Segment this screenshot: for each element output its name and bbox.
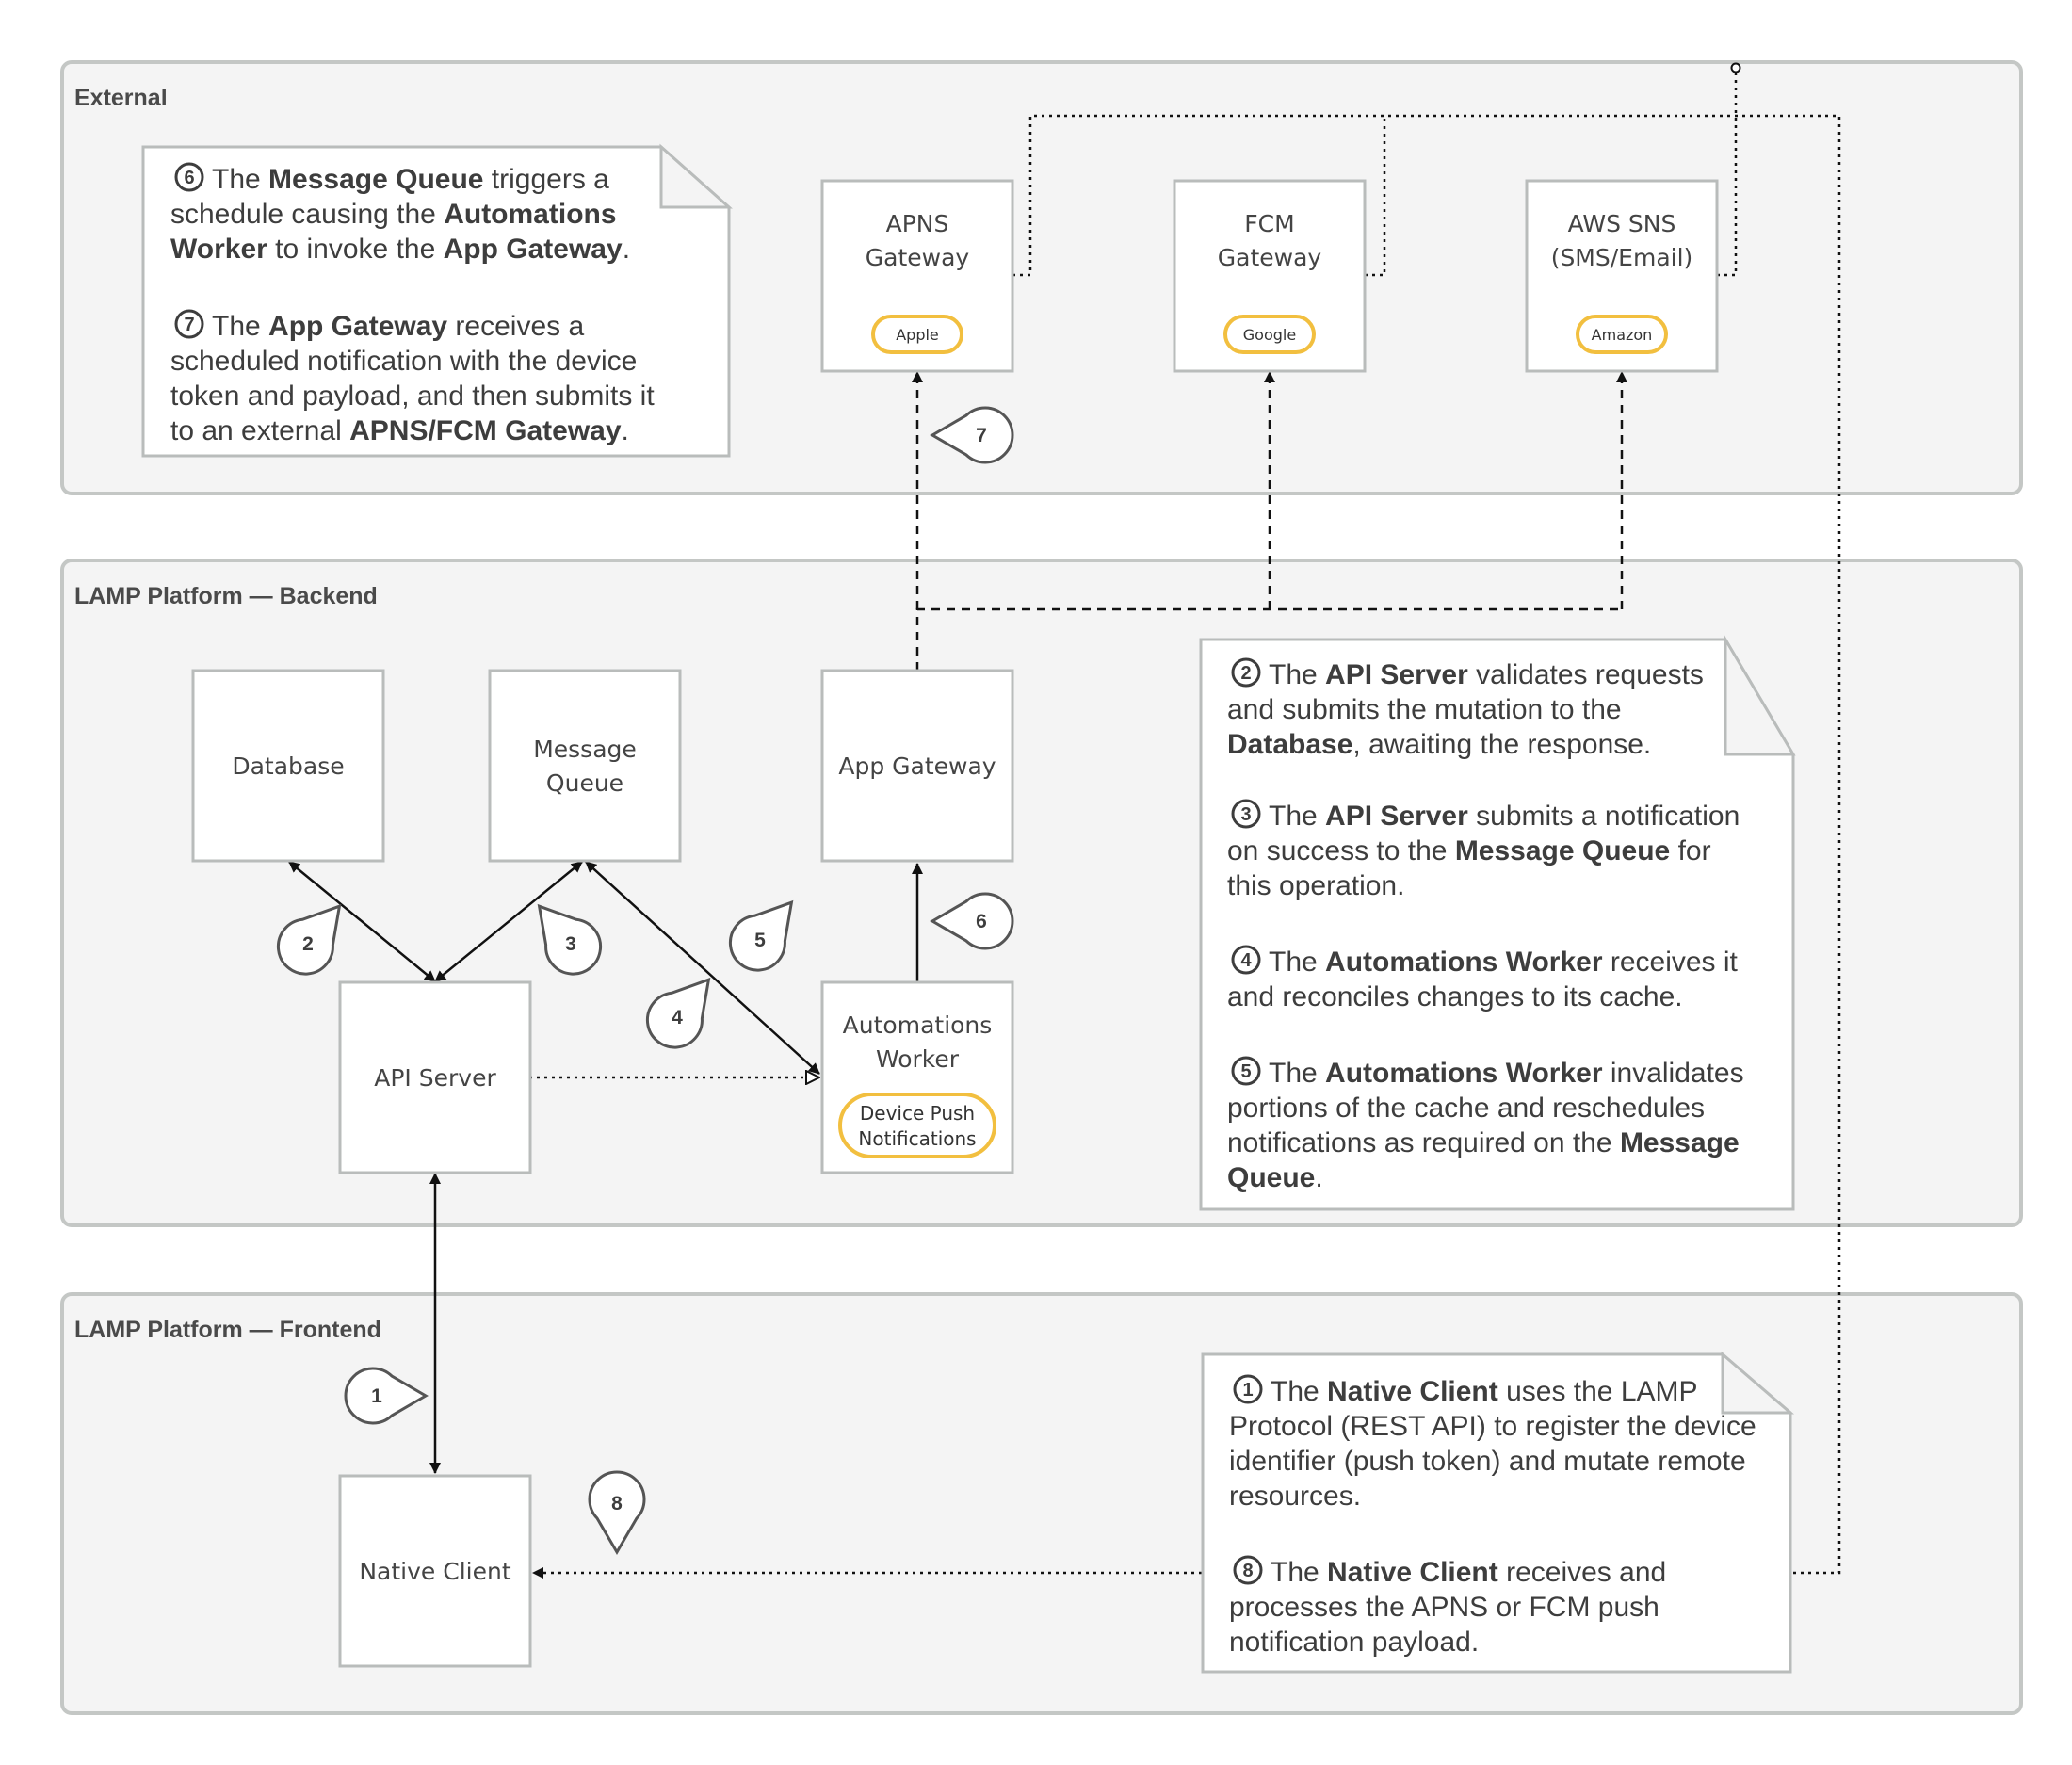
step-marker-4: 4 [645, 977, 711, 1049]
note-step-2-number: 2 [1240, 663, 1251, 684]
note-step-1-number: 1 [1242, 1380, 1253, 1401]
note-step-3-line1: The API Server submits a notification [1269, 801, 1740, 832]
step-marker-5: 5 [728, 899, 794, 972]
region-frontend-label: LAMP Platform — Frontend [74, 1317, 381, 1343]
note-step-5-line1: The Automations Worker invalidates [1269, 1058, 1744, 1089]
note-step-1-line1: The Native Client uses the LAMP [1271, 1376, 1698, 1407]
connector-api-database [288, 861, 436, 982]
step-marker-6-label: 6 [976, 911, 987, 932]
apns-title-line2: Gateway [866, 244, 970, 271]
step-marker-2: 2 [276, 903, 342, 976]
step-marker-7: 7 [930, 406, 1014, 464]
note-step-5-number: 5 [1240, 1061, 1251, 1082]
region-external-label: External [74, 85, 168, 111]
note-step-7-line3: token and payload, and then submits it [170, 381, 655, 412]
note-step-7-line2: scheduled notification with the device [170, 346, 637, 377]
note-step-8-line2: processes the APNS or FCM push [1229, 1592, 1659, 1623]
connector-api-queue [434, 861, 583, 982]
api-server-label: API Server [374, 1064, 496, 1092]
connector-apns-return [1012, 114, 1841, 1575]
message-queue-line1: Message [533, 736, 637, 763]
node-aws-sns: AWS SNS (SMS/Email) Amazon [1525, 179, 1719, 373]
message-queue-line2: Queue [546, 769, 623, 797]
automations-tag-line1: Device Push [860, 1102, 975, 1125]
apns-title-line1: APNS [886, 210, 949, 237]
note-step-1-line4: resources. [1229, 1481, 1361, 1512]
note-step-8-line1: The Native Client receives and [1271, 1557, 1666, 1588]
region-backend-label: LAMP Platform — Backend [74, 583, 378, 609]
sns-title-line2: (SMS/Email) [1551, 244, 1693, 271]
step-marker-1: 1 [344, 1367, 429, 1425]
database-label: Database [232, 753, 344, 780]
step-marker-8: 8 [588, 1470, 646, 1555]
note-step-3-line3: this operation. [1227, 870, 1404, 901]
note-step-5-line3: notifications as required on the Message [1227, 1127, 1740, 1158]
note-step-2-line2: and submits the mutation to the [1227, 694, 1622, 725]
node-app-gateway: App Gateway [820, 669, 1014, 863]
note-external: 6 The Message Queue triggers a schedule … [141, 143, 733, 458]
step-marker-4-label: 4 [672, 1007, 683, 1028]
note-step-5-line2: portions of the cache and reschedules [1227, 1093, 1705, 1124]
note-frontend: 1 The Native Client uses the LAMP Protoc… [1201, 1351, 1795, 1674]
node-api-server: API Server [338, 980, 532, 1174]
note-step-1-line2: Protocol (REST API) to register the devi… [1229, 1411, 1756, 1442]
step-marker-7-label: 7 [976, 425, 987, 446]
step-marker-5-label: 5 [754, 930, 766, 951]
fcm-title-line1: FCM [1244, 210, 1294, 237]
note-step-6-number: 6 [184, 168, 194, 188]
note-step-7-line4: to an external APNS/FCM Gateway. [170, 415, 629, 446]
connectors [288, 62, 1841, 1579]
step-marker-3-label: 3 [565, 933, 576, 955]
note-backend: 2 The API Server validates requests and … [1199, 634, 1796, 1211]
node-apns-gateway: APNS Gateway Apple [820, 179, 1014, 373]
step-marker-6: 6 [930, 892, 1014, 950]
note-step-6-line2: schedule causing the Automations [170, 199, 617, 230]
note-step-3-line2: on success to the Message Queue for [1227, 835, 1711, 866]
step-marker-3: 3 [537, 903, 603, 976]
note-step-2-line1: The API Server validates requests [1269, 659, 1704, 690]
note-step-4-line1: The Automations Worker receives it [1269, 947, 1739, 978]
note-step-3-number: 3 [1240, 804, 1251, 825]
automations-line2: Worker [876, 1045, 960, 1073]
apns-provider-tag: Apple [896, 326, 939, 344]
connector-queue-worker [585, 861, 820, 1075]
node-native-client: Native Client [338, 1474, 532, 1668]
note-step-1-line3: identifier (push token) and mutate remot… [1229, 1446, 1746, 1477]
note-step-5-line4: Queue. [1227, 1162, 1323, 1193]
note-step-6-line3: Worker to invoke the App Gateway. [170, 234, 630, 265]
step-markers: 1 2 3 4 5 6 7 8 [276, 406, 1014, 1555]
fcm-provider-tag: Google [1243, 326, 1296, 344]
step-marker-2-label: 2 [302, 933, 314, 955]
node-fcm-gateway: FCM Gateway Google [1173, 179, 1367, 373]
note-step-6-line1: The Message Queue triggers a [212, 164, 609, 195]
note-step-8-line3: notification payload. [1229, 1627, 1479, 1658]
step-marker-8-label: 8 [611, 1493, 623, 1514]
note-step-7-line1: The App Gateway receives a [212, 311, 584, 342]
app-gateway-label: App Gateway [838, 753, 996, 780]
step-marker-1-label: 1 [371, 1385, 382, 1407]
node-automations-worker: Automations Worker Device Push Notificat… [820, 980, 1014, 1174]
note-step-4-line2: and reconciles changes to its cache. [1227, 981, 1683, 1012]
automations-tag-line2: Notifications [858, 1127, 976, 1150]
note-step-8-number: 8 [1242, 1561, 1253, 1581]
sns-provider-tag: Amazon [1592, 326, 1653, 344]
note-step-2-line3: Database, awaiting the response. [1227, 729, 1651, 760]
automations-line1: Automations [843, 1012, 993, 1039]
note-step-4-number: 4 [1240, 950, 1252, 971]
fcm-title-line2: Gateway [1218, 244, 1322, 271]
note-step-7-number: 7 [184, 315, 194, 335]
native-client-label: Native Client [359, 1558, 510, 1585]
sns-title-line1: AWS SNS [1568, 210, 1676, 237]
node-message-queue: Message Queue [488, 669, 682, 863]
node-database: Database [191, 669, 385, 863]
